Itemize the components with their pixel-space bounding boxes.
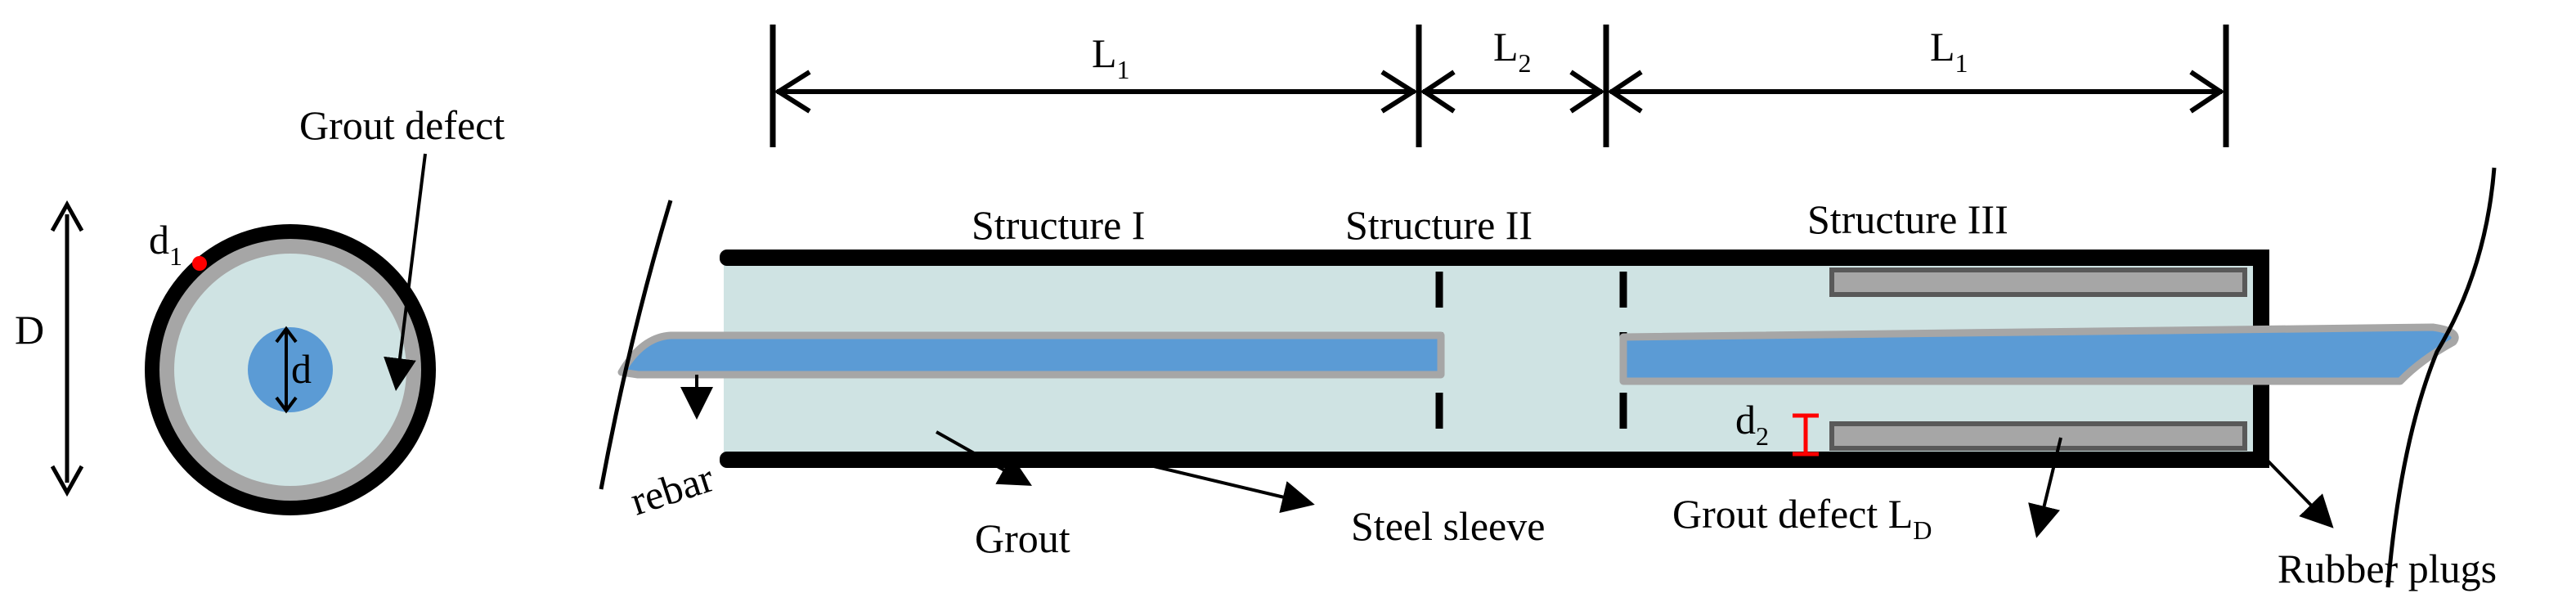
rebar-diameter-label: d	[291, 346, 312, 392]
rebar-section	[248, 327, 333, 412]
grout-defect-ld-label: Grout defect LD	[1672, 491, 1932, 545]
longitudinal-section: Structure I Structure II Structure III d…	[599, 167, 2497, 591]
d2-label: d2	[1735, 397, 1769, 451]
dim-l2-arrow-b	[1569, 70, 1605, 114]
dim-l1-left-arrow-a	[774, 70, 811, 114]
break-line-left	[599, 200, 673, 490]
structure-3-label: Structure III	[1807, 196, 2008, 242]
rebar-left	[617, 331, 1445, 379]
dim-l1-right-arrow-b	[2189, 70, 2225, 114]
d1-defect-marker	[192, 256, 207, 271]
grout-defect-ld-leader	[2028, 437, 2062, 538]
rubber-plugs-leader	[2260, 452, 2334, 528]
d1-label: d1	[149, 217, 182, 271]
dimension-lines: L1 L2 L1	[770, 24, 2229, 147]
rubber-plugs-label: Rubber plugs	[2278, 546, 2497, 591]
dim-l2-label: L2	[1493, 24, 1532, 78]
sleeve-top-wall	[720, 250, 2269, 266]
grout-defect-bar-top	[1829, 268, 2247, 297]
outer-diameter-arrow-top	[50, 200, 84, 232]
steel-sleeve-label: Steel sleeve	[1351, 503, 1545, 549]
rebar-diameter-arrow-bottom	[275, 396, 298, 414]
outer-diameter-label: D	[15, 307, 44, 353]
grout-label: Grout	[975, 515, 1070, 561]
grout-leader	[936, 430, 1032, 486]
dim-l1-right-arrow-a	[1607, 70, 1643, 114]
grout-defect-label: Grout defect	[299, 102, 505, 148]
grout-defect-leader	[384, 153, 427, 391]
dim-l1-left-label: L1	[1092, 30, 1130, 84]
dim-l1-left-arrow-b	[1380, 70, 1418, 114]
rebar-right	[1619, 323, 2459, 385]
dim-l2-arrow-a	[1420, 70, 1456, 114]
steel-sleeve-leader	[1136, 461, 1315, 514]
cross-section-view: D d d1 Grout defect	[15, 102, 505, 515]
dim-l1-right-label: L1	[1930, 24, 1968, 78]
structure-2-label: Structure II	[1345, 202, 1533, 248]
rebar-diameter-arrow-top	[275, 326, 298, 344]
sleeve-bottom-wall	[720, 452, 2269, 468]
structure-1-label: Structure I	[972, 202, 1145, 248]
rebar-label: rebar	[625, 454, 719, 524]
break-line-right	[2385, 167, 2497, 588]
outer-diameter-arrow-bottom	[50, 465, 84, 497]
grout-defect-bar-bottom	[1829, 421, 2247, 451]
